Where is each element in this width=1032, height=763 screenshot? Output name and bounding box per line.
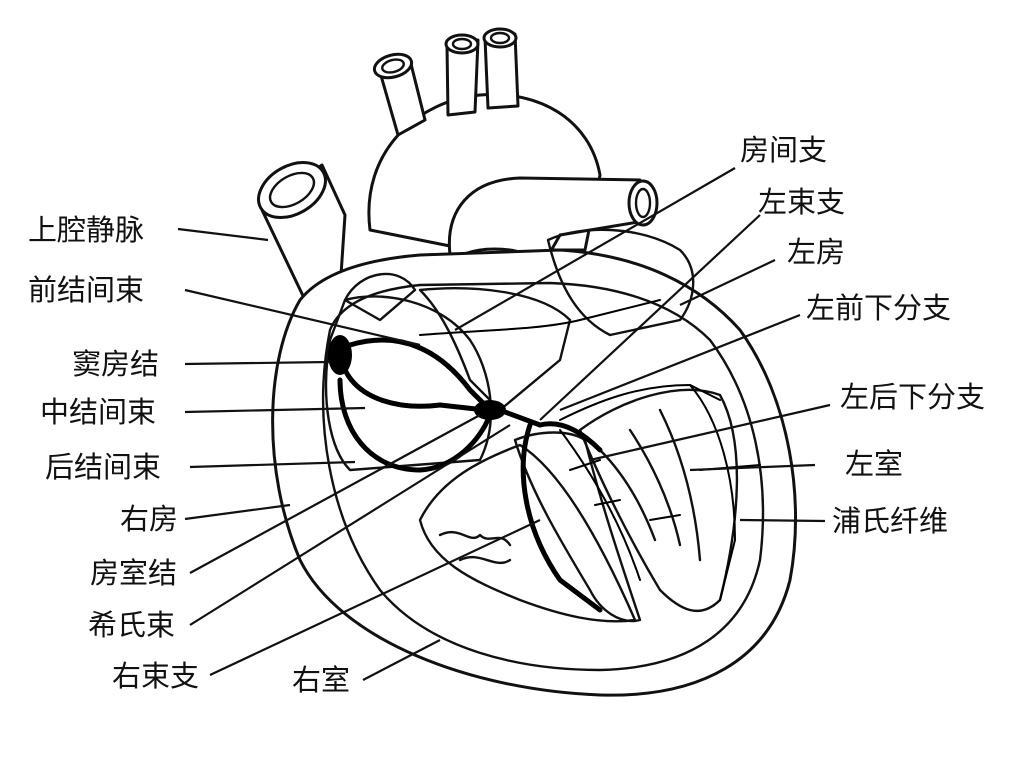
- leader-bundle-of-his: [189, 424, 511, 626]
- label-right-bundle-branch: 右束支: [112, 659, 199, 693]
- purkinje-fibers-path: [689, 384, 737, 601]
- middle-internodal-path: [342, 367, 488, 413]
- leader-left-atrium: [679, 259, 776, 306]
- label-left-anterior-fascicle: 左前下分支: [806, 291, 951, 325]
- label-right-atrium: 右房: [120, 502, 178, 536]
- left-bundle-branch-path: [537, 421, 603, 453]
- leader-middle-internodal: [184, 406, 366, 414]
- leader-lines-left: [177, 227, 541, 681]
- leader-left-anterior-fascicle: [559, 313, 801, 412]
- label-left-atrium: 左房: [787, 235, 845, 269]
- label-sinoatrial-node: 窦房结: [72, 347, 159, 381]
- leader-sinoatrial-node: [184, 360, 331, 366]
- leader-left-posterior-fascicle: [589, 403, 831, 462]
- leader-lines-right: [454, 167, 831, 523]
- label-posterior-internodal-tract: 后结间束: [45, 450, 161, 484]
- posterior-internodal-path: [337, 377, 493, 473]
- leader-atrioventricular-node: [189, 414, 481, 574]
- aortic-arch: [367, 27, 602, 252]
- label-interatrial-branch: 房间支: [740, 133, 827, 167]
- leader-posterior-internodal: [189, 460, 356, 469]
- leader-right-ventricle: [362, 639, 441, 681]
- leader-superior-vena-cava: [177, 227, 269, 242]
- left-posterior-fascicle-path: [559, 429, 641, 581]
- bundle-of-his-path: [502, 409, 543, 428]
- label-middle-internodal-tract: 中结间束: [40, 395, 156, 429]
- label-left-posterior-fascicle: 左后下分支: [840, 380, 985, 414]
- labels-left: 上腔静脉 前结间束 窦房结 中结间束 后结间束 右房 房室结 希氏束 右束支 右…: [28, 213, 350, 697]
- label-superior-vena-cava: 上腔静脉: [28, 213, 144, 247]
- label-left-ventricle: 左室: [845, 447, 903, 481]
- leader-anterior-internodal: [184, 288, 421, 347]
- sinoatrial-node: [328, 335, 352, 375]
- right-bundle-branch-path: [520, 422, 603, 613]
- label-atrioventricular-node: 房室结: [90, 556, 177, 590]
- leader-purkinje-fibers: [739, 518, 826, 523]
- label-left-bundle-branch: 左束支: [758, 185, 845, 219]
- label-purkinje-fibers: 浦氏纤维: [832, 504, 948, 538]
- leader-left-bundle-branch: [539, 214, 761, 421]
- labels-right: 房间支 左束支 左房 左前下分支 左后下分支 左室 浦氏纤维: [740, 133, 985, 538]
- leader-right-atrium: [184, 503, 291, 521]
- label-right-ventricle: 右室: [292, 663, 350, 697]
- label-anterior-internodal-tract: 前结间束: [28, 273, 144, 307]
- left-anterior-fascicle-path: [559, 383, 721, 421]
- leader-interatrial-branch: [454, 167, 736, 331]
- superior-vena-cava: [257, 161, 347, 302]
- leader-left-ventricle: [689, 463, 816, 472]
- interatrial-branch-path: [419, 299, 661, 336]
- label-bundle-of-his: 希氏束: [88, 608, 175, 642]
- anterior-internodal-path: [347, 337, 493, 413]
- atrioventricular-node: [474, 400, 506, 420]
- leader-right-bundle-branch: [209, 519, 541, 676]
